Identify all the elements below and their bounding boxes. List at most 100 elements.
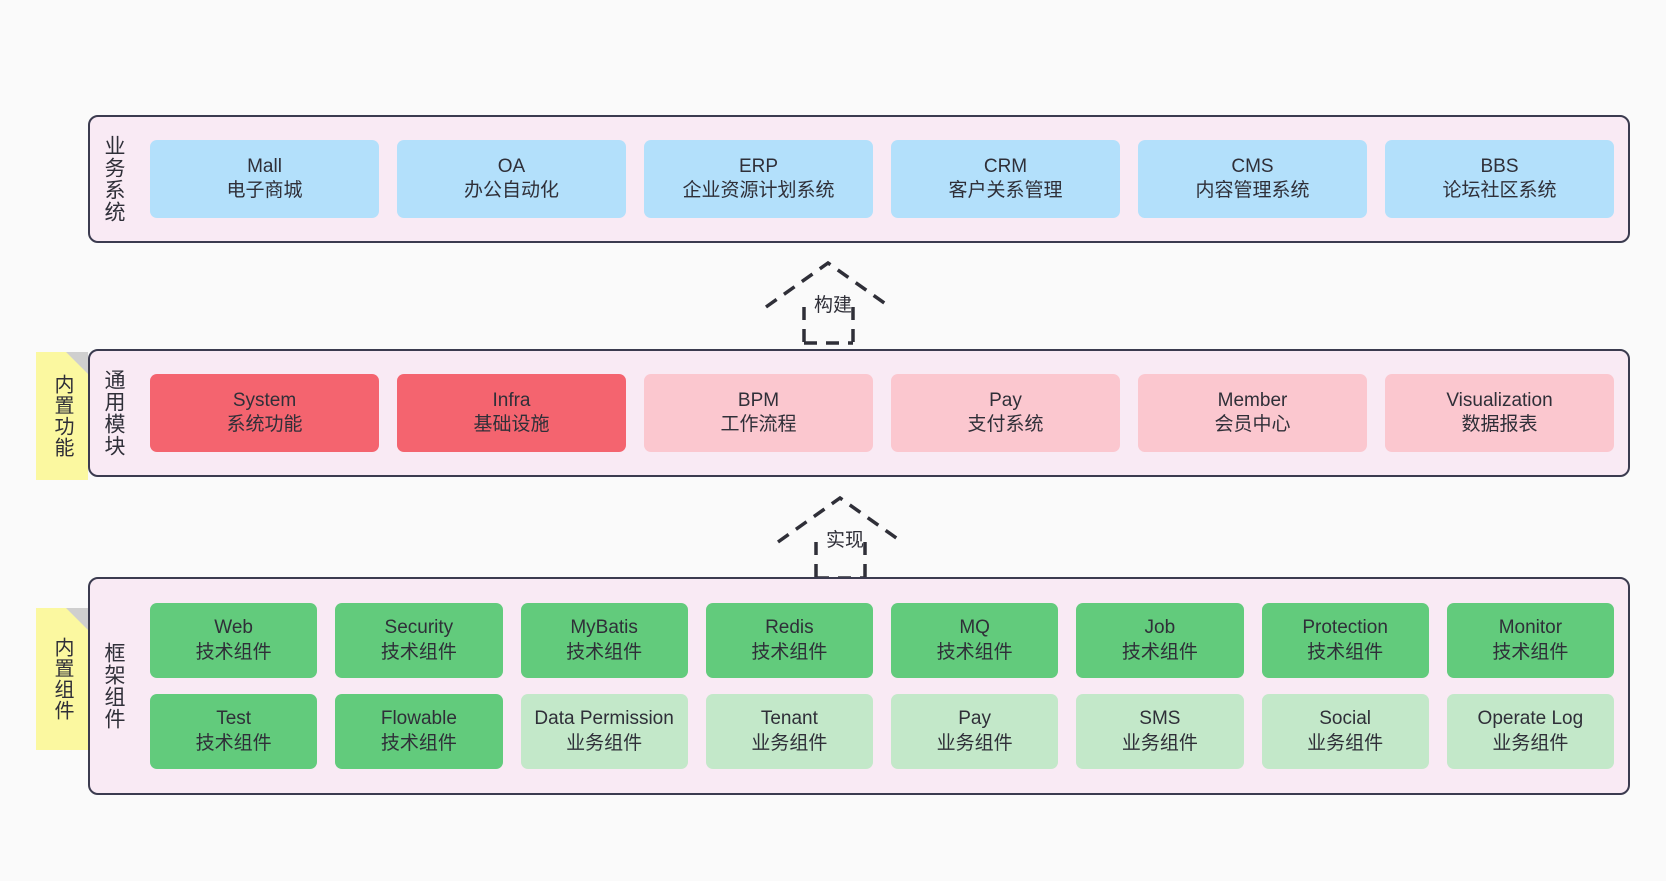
node-mall-subtitle: 电子商城 xyxy=(226,180,303,201)
node-pay-module-subtitle: 支付系统 xyxy=(967,414,1044,435)
node-protection[interactable]: Protection 技术组件 xyxy=(1261,603,1429,678)
node-crm-subtitle: 客户关系管理 xyxy=(948,180,1063,201)
layer-body-framework-components: Web 技术组件 Security 技术组件 MyBatis 技术组件 Redi… xyxy=(136,579,1628,793)
connector-build: 构建 xyxy=(758,255,918,345)
node-security-subtitle: 技术组件 xyxy=(380,641,457,663)
node-cms-title: CMS xyxy=(1231,155,1274,177)
node-visualization-title: Visualization xyxy=(1446,389,1553,411)
layer-business-systems: 业务系统 Mall 电子商城 OA 办公自动化 ERP 企业资源计划系统 CRM… xyxy=(88,115,1630,243)
node-system-title: System xyxy=(232,389,297,411)
node-crm-title: CRM xyxy=(983,155,1028,177)
node-mq-title: MQ xyxy=(959,617,990,639)
node-sms-subtitle: 业务组件 xyxy=(1121,732,1198,754)
node-cms-subtitle: 内容管理系统 xyxy=(1195,180,1310,201)
node-bpm-title: BPM xyxy=(737,389,780,411)
note-builtin-components: 内置组件 xyxy=(36,608,88,750)
node-sms[interactable]: SMS 业务组件 xyxy=(1076,694,1244,769)
node-sms-title: SMS xyxy=(1139,708,1181,730)
node-mybatis[interactable]: MyBatis 技术组件 xyxy=(520,603,688,678)
note-builtin-components-label: 内置组件 xyxy=(51,637,73,721)
node-job-subtitle: 技术组件 xyxy=(1121,641,1198,663)
note-builtin-features-label: 内置功能 xyxy=(51,374,73,458)
node-erp-title: ERP xyxy=(738,155,779,177)
node-oa-title: OA xyxy=(497,155,526,177)
node-mall[interactable]: Mall 电子商城 xyxy=(150,140,379,218)
node-bbs-subtitle: 论坛社区系统 xyxy=(1442,180,1557,201)
node-social-subtitle: 业务组件 xyxy=(1307,732,1384,754)
node-member-title: Member xyxy=(1217,389,1288,411)
node-web-subtitle: 技术组件 xyxy=(195,641,272,663)
layer-body-common-modules: System 系统功能 Infra 基础设施 BPM 工作流程 Pay 支付系统… xyxy=(136,351,1628,475)
node-mall-title: Mall xyxy=(247,155,282,177)
node-monitor[interactable]: Monitor 技术组件 xyxy=(1446,603,1614,678)
framework-components-row-business: Test 技术组件 Flowable 技术组件 Data Permission … xyxy=(150,694,1614,769)
node-erp[interactable]: ERP 企业资源计划系统 xyxy=(644,140,873,218)
layer-framework-components: 框架组件 Web 技术组件 Security 技术组件 MyBatis 技术组件… xyxy=(88,577,1630,795)
node-oa-subtitle: 办公自动化 xyxy=(463,180,559,201)
node-security-title: Security xyxy=(384,617,454,639)
node-infra-subtitle: 基础设施 xyxy=(473,414,550,435)
node-redis[interactable]: Redis 技术组件 xyxy=(705,603,873,678)
node-test-title: Test xyxy=(216,708,252,730)
node-redis-subtitle: 技术组件 xyxy=(751,641,828,663)
node-social[interactable]: Social 业务组件 xyxy=(1261,694,1429,769)
layer-title-framework-components: 框架组件 xyxy=(102,642,126,730)
node-system[interactable]: System 系统功能 xyxy=(150,374,379,452)
node-protection-title: Protection xyxy=(1302,617,1388,639)
node-pay-component[interactable]: Pay 业务组件 xyxy=(891,694,1059,769)
connector-build-arrow xyxy=(764,260,892,345)
connector-implement-label: 实现 xyxy=(826,530,865,551)
node-infra[interactable]: Infra 基础设施 xyxy=(397,374,626,452)
node-social-title: Social xyxy=(1319,708,1371,730)
node-data-permission[interactable]: Data Permission 业务组件 xyxy=(520,694,688,769)
note-builtin-features: 内置功能 xyxy=(36,352,88,480)
node-mq[interactable]: MQ 技术组件 xyxy=(891,603,1059,678)
note-fold-corner-icon xyxy=(66,352,88,374)
node-flowable-title: Flowable xyxy=(380,708,457,730)
node-redis-title: Redis xyxy=(765,617,814,639)
node-job-title: Job xyxy=(1144,617,1176,639)
node-system-subtitle: 系统功能 xyxy=(226,414,303,435)
layer-common-modules: 通用模块 System 系统功能 Infra 基础设施 BPM 工作流程 Pay… xyxy=(88,349,1630,477)
node-bbs[interactable]: BBS 论坛社区系统 xyxy=(1385,140,1614,218)
node-mybatis-subtitle: 技术组件 xyxy=(566,641,643,663)
node-crm[interactable]: CRM 客户关系管理 xyxy=(891,140,1120,218)
node-flowable[interactable]: Flowable 技术组件 xyxy=(335,694,503,769)
node-visualization[interactable]: Visualization 数据报表 xyxy=(1385,374,1614,452)
node-pay-module-title: Pay xyxy=(989,389,1022,411)
node-data-permission-subtitle: 业务组件 xyxy=(566,732,643,754)
node-flowable-subtitle: 技术组件 xyxy=(380,732,457,754)
layer-title-business-systems: 业务系统 xyxy=(102,135,126,223)
node-pay-component-subtitle: 业务组件 xyxy=(936,732,1013,754)
node-member-subtitle: 会员中心 xyxy=(1214,414,1291,435)
layer-body-business-systems: Mall 电子商城 OA 办公自动化 ERP 企业资源计划系统 CRM 客户关系… xyxy=(136,117,1628,241)
node-monitor-subtitle: 技术组件 xyxy=(1492,641,1569,663)
node-bpm-subtitle: 工作流程 xyxy=(720,414,797,435)
node-test-subtitle: 技术组件 xyxy=(195,732,272,754)
node-security[interactable]: Security 技术组件 xyxy=(335,603,503,678)
node-pay-module[interactable]: Pay 支付系统 xyxy=(891,374,1120,452)
node-bpm[interactable]: BPM 工作流程 xyxy=(644,374,873,452)
node-member[interactable]: Member 会员中心 xyxy=(1138,374,1367,452)
node-operate-log-subtitle: 业务组件 xyxy=(1492,732,1569,754)
node-tenant-subtitle: 业务组件 xyxy=(751,732,828,754)
node-oa[interactable]: OA 办公自动化 xyxy=(397,140,626,218)
node-protection-subtitle: 技术组件 xyxy=(1307,641,1384,663)
node-tenant-title: Tenant xyxy=(760,708,818,730)
node-tenant[interactable]: Tenant 业务组件 xyxy=(705,694,873,769)
node-web[interactable]: Web 技术组件 xyxy=(150,603,318,678)
node-mq-subtitle: 技术组件 xyxy=(936,641,1013,663)
node-bbs-title: BBS xyxy=(1480,155,1519,177)
node-test[interactable]: Test 技术组件 xyxy=(150,694,318,769)
node-pay-component-title: Pay xyxy=(958,708,991,730)
common-modules-row: System 系统功能 Infra 基础设施 BPM 工作流程 Pay 支付系统… xyxy=(150,374,1614,452)
node-erp-subtitle: 企业资源计划系统 xyxy=(682,180,835,201)
node-data-permission-title: Data Permission xyxy=(534,708,674,730)
node-visualization-subtitle: 数据报表 xyxy=(1461,414,1538,435)
node-job[interactable]: Job 技术组件 xyxy=(1076,603,1244,678)
node-cms[interactable]: CMS 内容管理系统 xyxy=(1138,140,1367,218)
node-infra-title: Infra xyxy=(492,389,531,411)
node-operate-log[interactable]: Operate Log 业务组件 xyxy=(1446,694,1614,769)
node-mybatis-title: MyBatis xyxy=(570,617,638,639)
